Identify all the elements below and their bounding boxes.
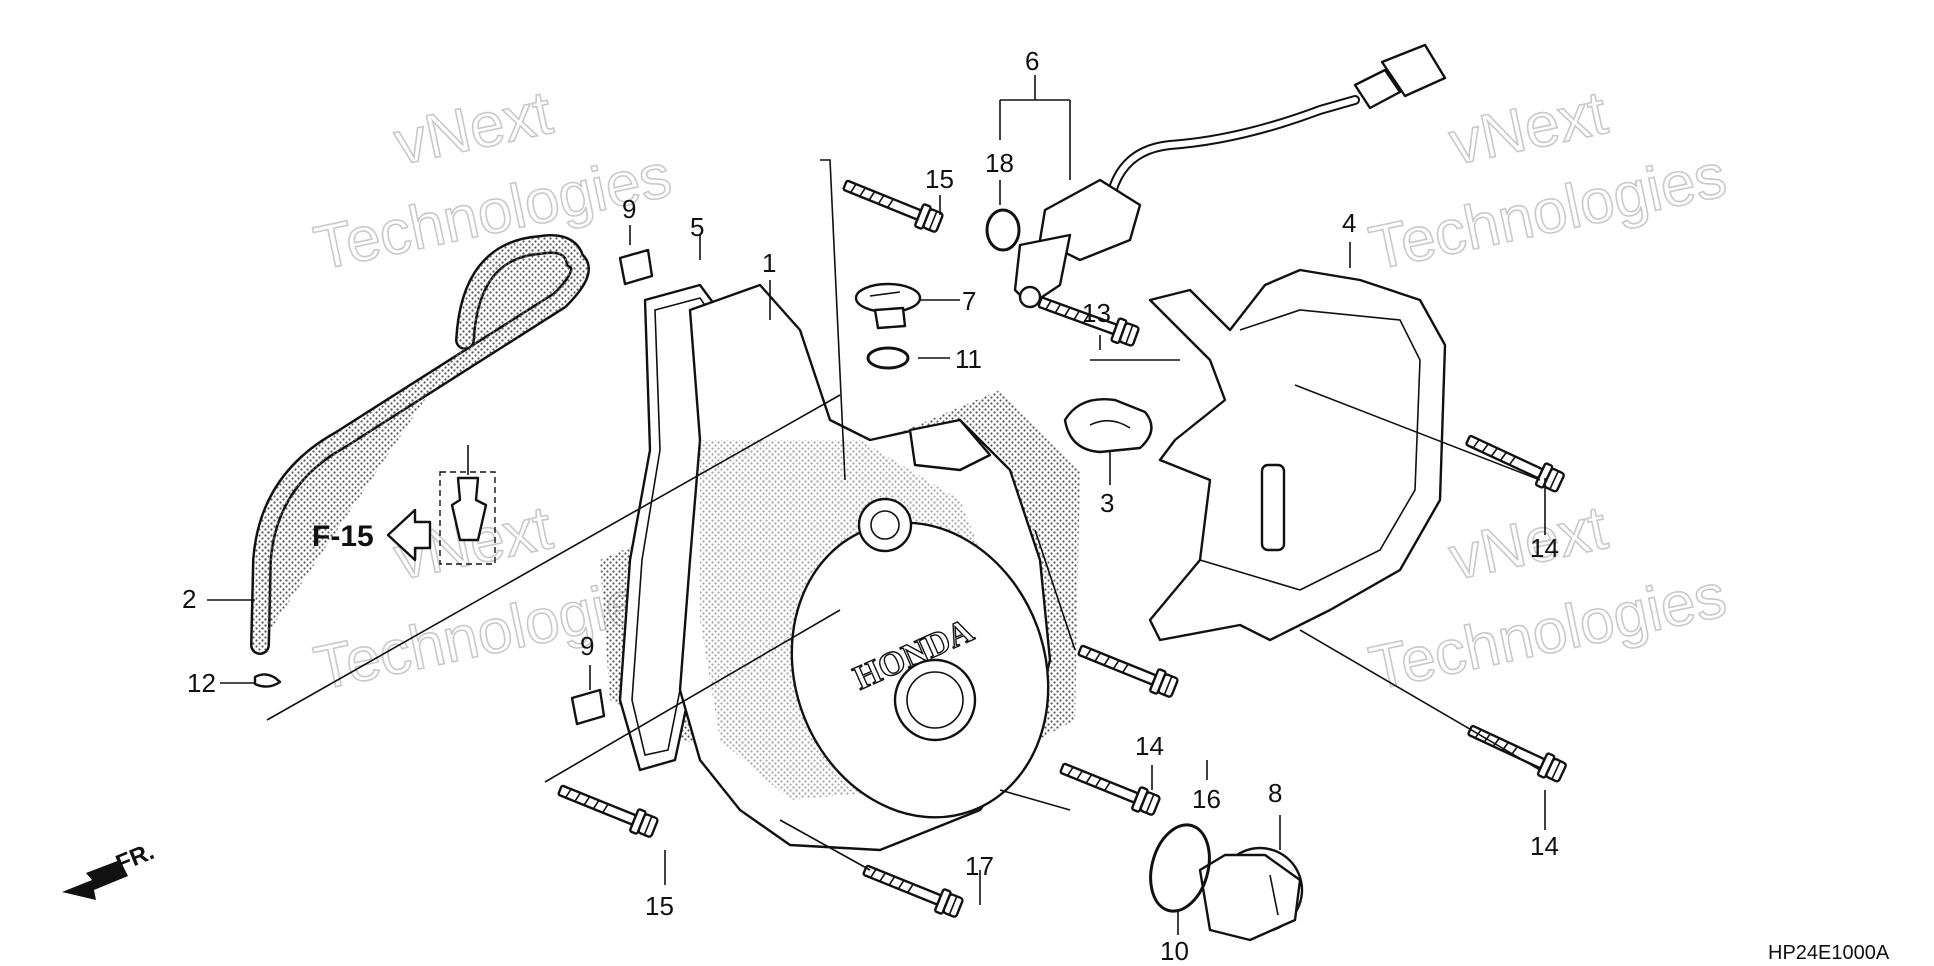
callout-14-middle: 14 <box>1135 731 1164 761</box>
part-3-grommet <box>1063 398 1153 454</box>
part-12-clip <box>253 673 282 688</box>
part-10-o-ring <box>1149 823 1211 913</box>
callout-15-top: 15 <box>925 164 954 194</box>
callout-8: 8 <box>1268 778 1282 808</box>
callout-14-lower: 14 <box>1530 831 1559 861</box>
callout-leaders <box>207 75 1546 935</box>
callout-9-bottom: 9 <box>580 631 594 661</box>
callout-17: 17 <box>965 851 994 881</box>
alignment-lines <box>266 159 1541 871</box>
watermark-line1: vNext <box>1444 493 1613 593</box>
callout-16: 16 <box>1192 784 1221 814</box>
breather-fitting-box <box>439 445 496 565</box>
watermark-top-right: vNext Technologies <box>1363 77 1733 284</box>
callout-3: 3 <box>1100 488 1114 518</box>
callout-1: 1 <box>762 248 776 278</box>
part-7-filler-plug <box>854 282 922 330</box>
f15-reference-label: F-15 <box>312 520 374 553</box>
watermark-line2: Technologies <box>1364 141 1732 284</box>
watermark-line1: vNext <box>389 78 558 178</box>
callout-2: 2 <box>182 584 196 614</box>
callout-18: 18 <box>985 148 1014 178</box>
part-4-cover <box>1148 268 1447 642</box>
part-14-bolt-lower <box>1463 717 1569 786</box>
callout-6: 6 <box>1025 46 1039 76</box>
front-arrow-icon <box>62 860 128 900</box>
front-label: FR. <box>112 838 158 878</box>
front-direction-indicator: FR. <box>62 838 158 900</box>
part-9-collar-bottom <box>570 688 606 726</box>
watermark-line2: Technologies <box>1364 561 1732 704</box>
callout-15-bottom: 15 <box>645 891 674 921</box>
part-11-o-ring <box>866 346 910 370</box>
callout-5: 5 <box>690 212 704 242</box>
part-16-bolt <box>1074 637 1181 701</box>
watermark-line1: vNext <box>1444 78 1613 178</box>
part-14-bolt-upper <box>1461 427 1567 496</box>
part-9-collar-top <box>618 248 654 286</box>
callout-10: 10 <box>1160 936 1189 966</box>
callout-7: 7 <box>962 286 976 316</box>
f15-arrow-icon <box>386 508 432 562</box>
callout-9-top: 9 <box>622 194 636 224</box>
part-18-o-ring <box>985 208 1021 252</box>
part-1-crankcase-cover: HONDA <box>678 283 1052 852</box>
callout-14-upper: 14 <box>1530 533 1559 563</box>
part-17-bolt <box>859 857 966 921</box>
callout-12: 12 <box>187 668 216 698</box>
part-6-sensor-assembly <box>1013 43 1447 309</box>
part-14-bolt-middle <box>1056 755 1163 819</box>
callout-13: 13 <box>1082 298 1111 328</box>
callout-4: 4 <box>1342 208 1356 238</box>
part-8-plug <box>1198 846 1304 942</box>
callout-11: 11 <box>955 344 982 374</box>
part-15-bolt-bottom <box>554 777 661 841</box>
diagram-ref-code: HP24E1000A <box>1768 942 1890 964</box>
